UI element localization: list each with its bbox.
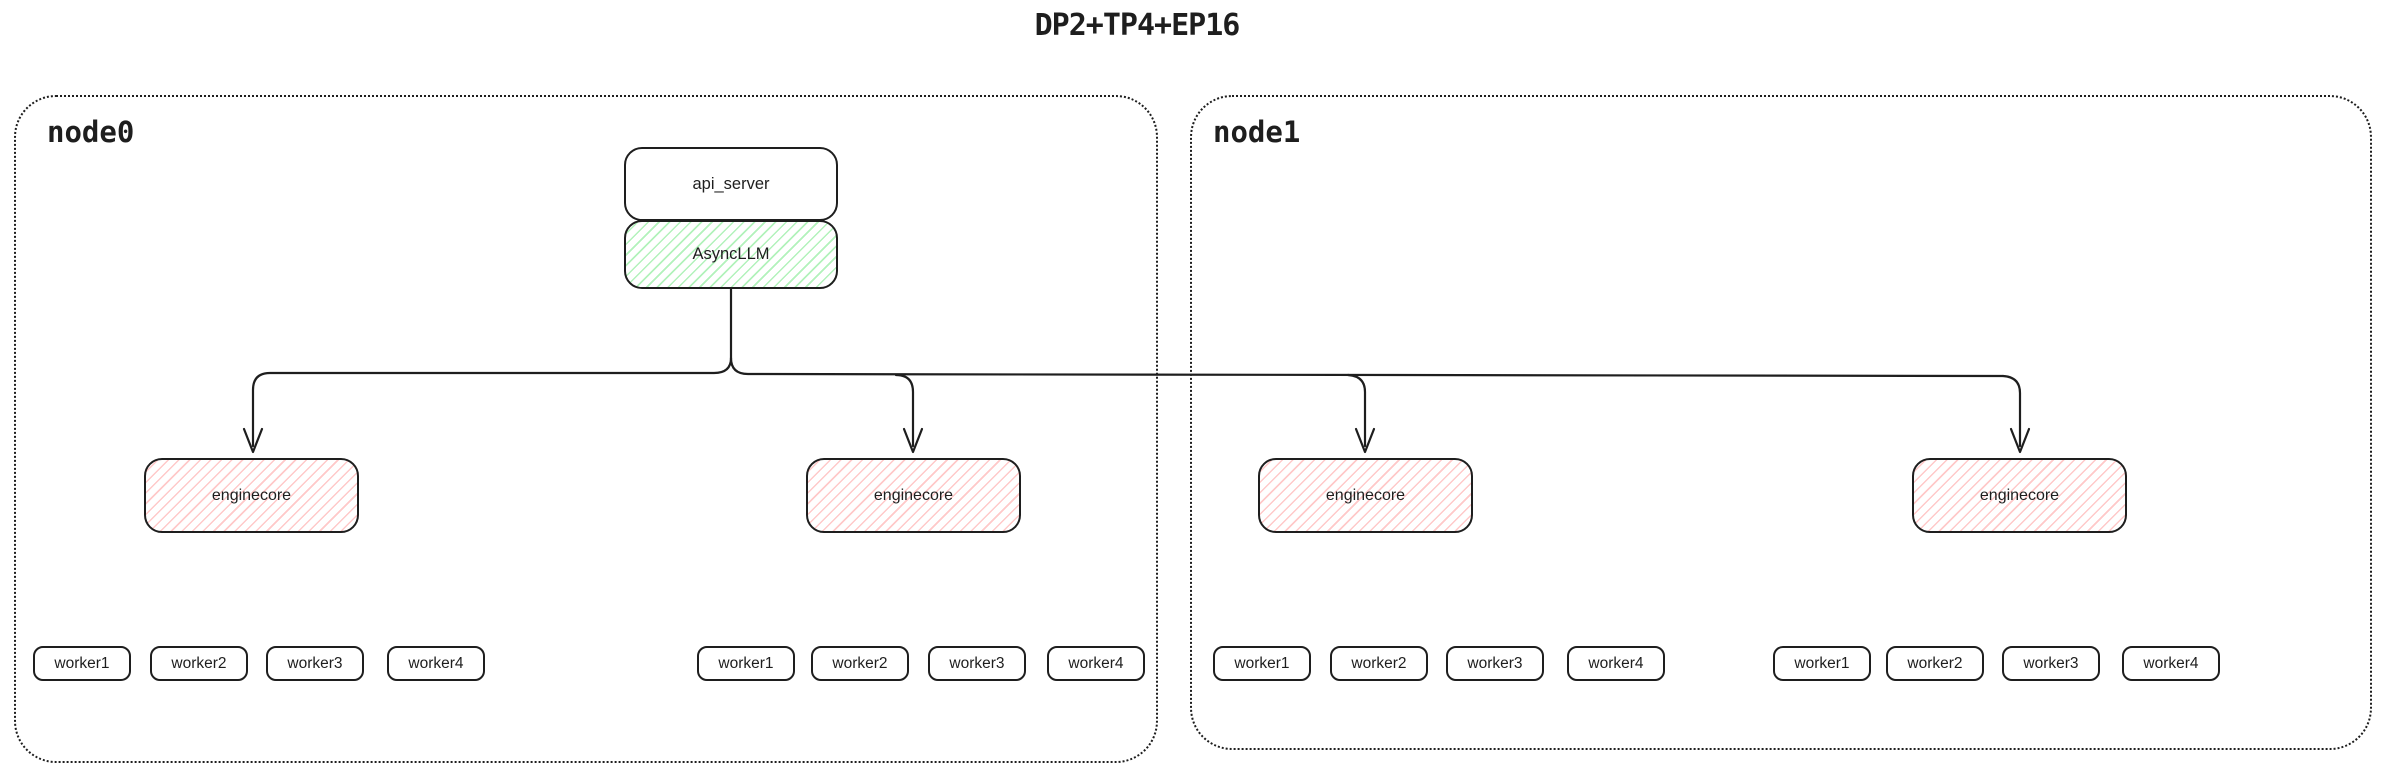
worker-chip: worker3 [266,646,364,681]
worker-chip: worker4 [2122,646,2220,681]
worker-chip: worker1 [1773,646,1871,681]
worker-label: worker2 [832,654,888,672]
node1-container [1190,95,2372,750]
api-server-box: api_server [624,147,838,221]
enginecore-label: enginecore [1325,486,1406,504]
api-server-label: api_server [692,174,770,193]
worker-label: worker3 [949,654,1005,672]
worker-label: worker2 [171,654,227,672]
worker-chip: worker1 [697,646,795,681]
worker-chip: worker1 [1213,646,1311,681]
worker-label: worker3 [1467,654,1523,672]
worker-chip: worker2 [811,646,909,681]
diagram-title: DP2+TP4+EP16 [1034,8,1241,43]
worker-label: worker1 [1234,654,1290,672]
enginecore-label: enginecore [211,486,292,504]
node1-label: node1 [1213,115,1301,149]
worker-chip: worker4 [1047,646,1145,681]
node0-label: node0 [47,115,135,149]
worker-label: worker2 [1351,654,1407,672]
worker-chip: worker3 [928,646,1026,681]
worker-label: worker2 [1907,654,1963,672]
enginecore-box-1: enginecore [144,458,359,533]
worker-chip: worker2 [1886,646,1984,681]
enginecore-label: enginecore [1979,486,2060,504]
node0-container [14,95,1158,763]
worker-chip: worker1 [33,646,131,681]
worker-chip: worker4 [387,646,485,681]
worker-label: worker4 [1588,654,1644,672]
worker-label: worker1 [1794,654,1850,672]
enginecore-box-4: enginecore [1912,458,2127,533]
worker-chip: worker3 [2002,646,2100,681]
asyncllm-label: AsyncLLM [692,245,770,263]
worker-chip: worker3 [1446,646,1544,681]
worker-chip: worker4 [1567,646,1665,681]
worker-label: worker4 [408,654,464,672]
enginecore-box-3: enginecore [1258,458,1473,533]
worker-label: worker4 [1068,654,1124,672]
asyncllm-box: AsyncLLM [624,220,838,289]
worker-label: worker3 [287,654,343,672]
enginecore-label: enginecore [873,486,954,504]
worker-label: worker3 [2023,654,2079,672]
worker-chip: worker2 [1330,646,1428,681]
worker-label: worker1 [54,654,110,672]
worker-label: worker4 [2143,654,2199,672]
enginecore-box-2: enginecore [806,458,1021,533]
worker-label: worker1 [718,654,774,672]
worker-chip: worker2 [150,646,248,681]
